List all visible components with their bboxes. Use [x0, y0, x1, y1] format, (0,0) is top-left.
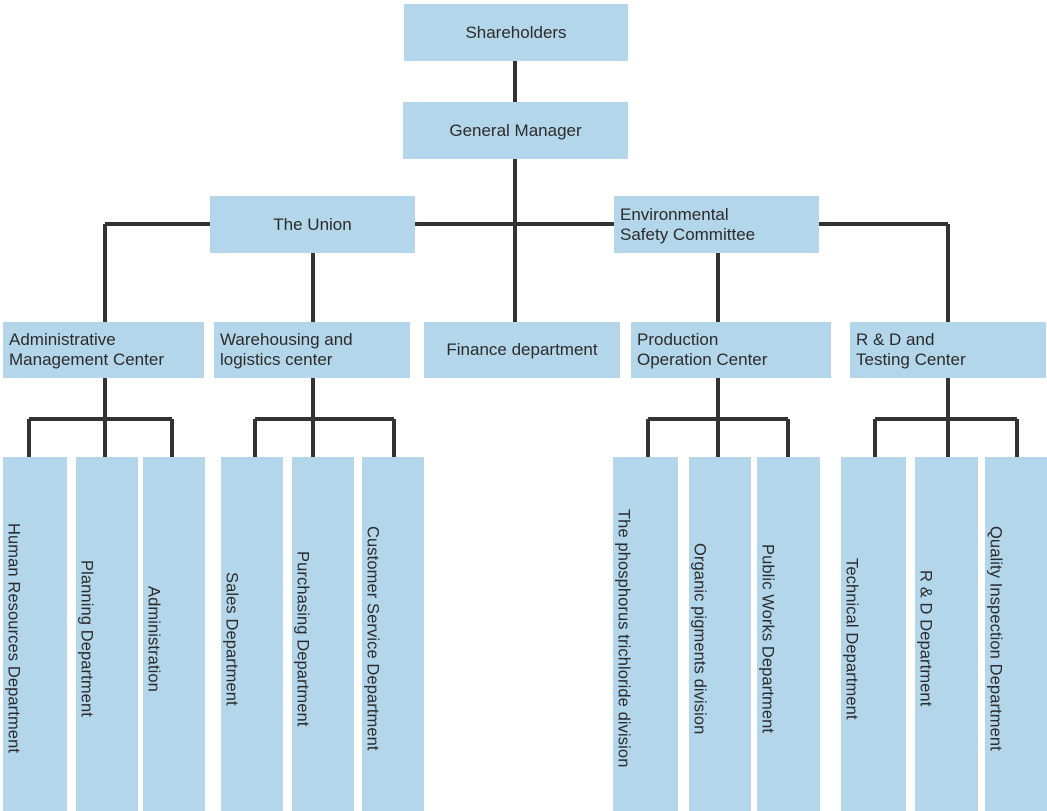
node-finance-department-label: Finance department — [446, 340, 598, 360]
node-environmental-safety-committee[interactable]: Environmental Safety Committee — [614, 196, 819, 253]
node-administration[interactable]: Administration — [143, 457, 205, 811]
node-phosphorus-trichloride-division-label: The phosphorus trichloride division — [614, 509, 633, 768]
node-the-union[interactable]: The Union — [210, 196, 415, 253]
node-purchasing-department[interactable]: Purchasing Department — [292, 457, 354, 811]
node-planning-department-label: Planning Department — [77, 560, 96, 717]
node-purchasing-department-label: Purchasing Department — [293, 550, 312, 727]
node-general-manager-label: General Manager — [449, 120, 582, 140]
node-human-resources-department-label: Human Resources Department — [4, 523, 23, 754]
node-general-manager[interactable]: General Manager — [403, 102, 628, 159]
node-human-resources-department[interactable]: Human Resources Department — [3, 457, 67, 811]
node-sales-department-label: Sales Department — [222, 571, 241, 706]
node-planning-department[interactable]: Planning Department — [76, 457, 138, 811]
node-technical-department[interactable]: Technical Department — [841, 457, 906, 811]
node-administrative-management-center-label: Administrative Management Center — [9, 330, 164, 369]
node-rd-department-label: R & D Department — [916, 570, 935, 707]
node-finance-department[interactable]: Finance department — [424, 322, 620, 378]
node-the-union-label: The Union — [273, 214, 352, 234]
node-warehousing-logistics-center[interactable]: Warehousing and logistics center — [214, 322, 410, 378]
node-environmental-safety-committee-label: Environmental Safety Committee — [620, 204, 756, 244]
node-warehousing-logistics-center-label: Warehousing and logistics center — [220, 330, 353, 369]
node-rd-testing-center-label: R & D and Testing Center — [856, 330, 966, 369]
node-rd-department[interactable]: R & D Department — [915, 457, 978, 811]
node-organic-pigments-division[interactable]: Organic pigments division — [689, 457, 751, 811]
node-production-operation-center[interactable]: Production Operation Center — [631, 322, 831, 378]
node-rd-testing-center[interactable]: R & D and Testing Center — [850, 322, 1046, 378]
node-quality-inspection-department[interactable]: Quality Inspection Department — [985, 457, 1047, 811]
node-administration-label: Administration — [144, 585, 163, 692]
node-customer-service-department[interactable]: Customer Service Department — [362, 457, 424, 811]
node-customer-service-department-label: Customer Service Department — [363, 526, 382, 751]
node-technical-department-label: Technical Department — [842, 557, 861, 720]
node-production-operation-center-label: Production Operation Center — [637, 330, 768, 369]
node-sales-department[interactable]: Sales Department — [221, 457, 283, 811]
node-public-works-department-label: Public Works Department — [758, 543, 777, 734]
node-administrative-management-center[interactable]: Administrative Management Center — [3, 322, 204, 378]
node-phosphorus-trichloride-division[interactable]: The phosphorus trichloride division — [613, 457, 678, 811]
node-quality-inspection-department-label: Quality Inspection Department — [986, 526, 1005, 751]
node-organic-pigments-division-label: Organic pigments division — [690, 542, 709, 735]
node-shareholders-label: Shareholders — [465, 22, 567, 42]
node-shareholders[interactable]: Shareholders — [404, 4, 628, 61]
node-public-works-department[interactable]: Public Works Department — [757, 457, 820, 811]
